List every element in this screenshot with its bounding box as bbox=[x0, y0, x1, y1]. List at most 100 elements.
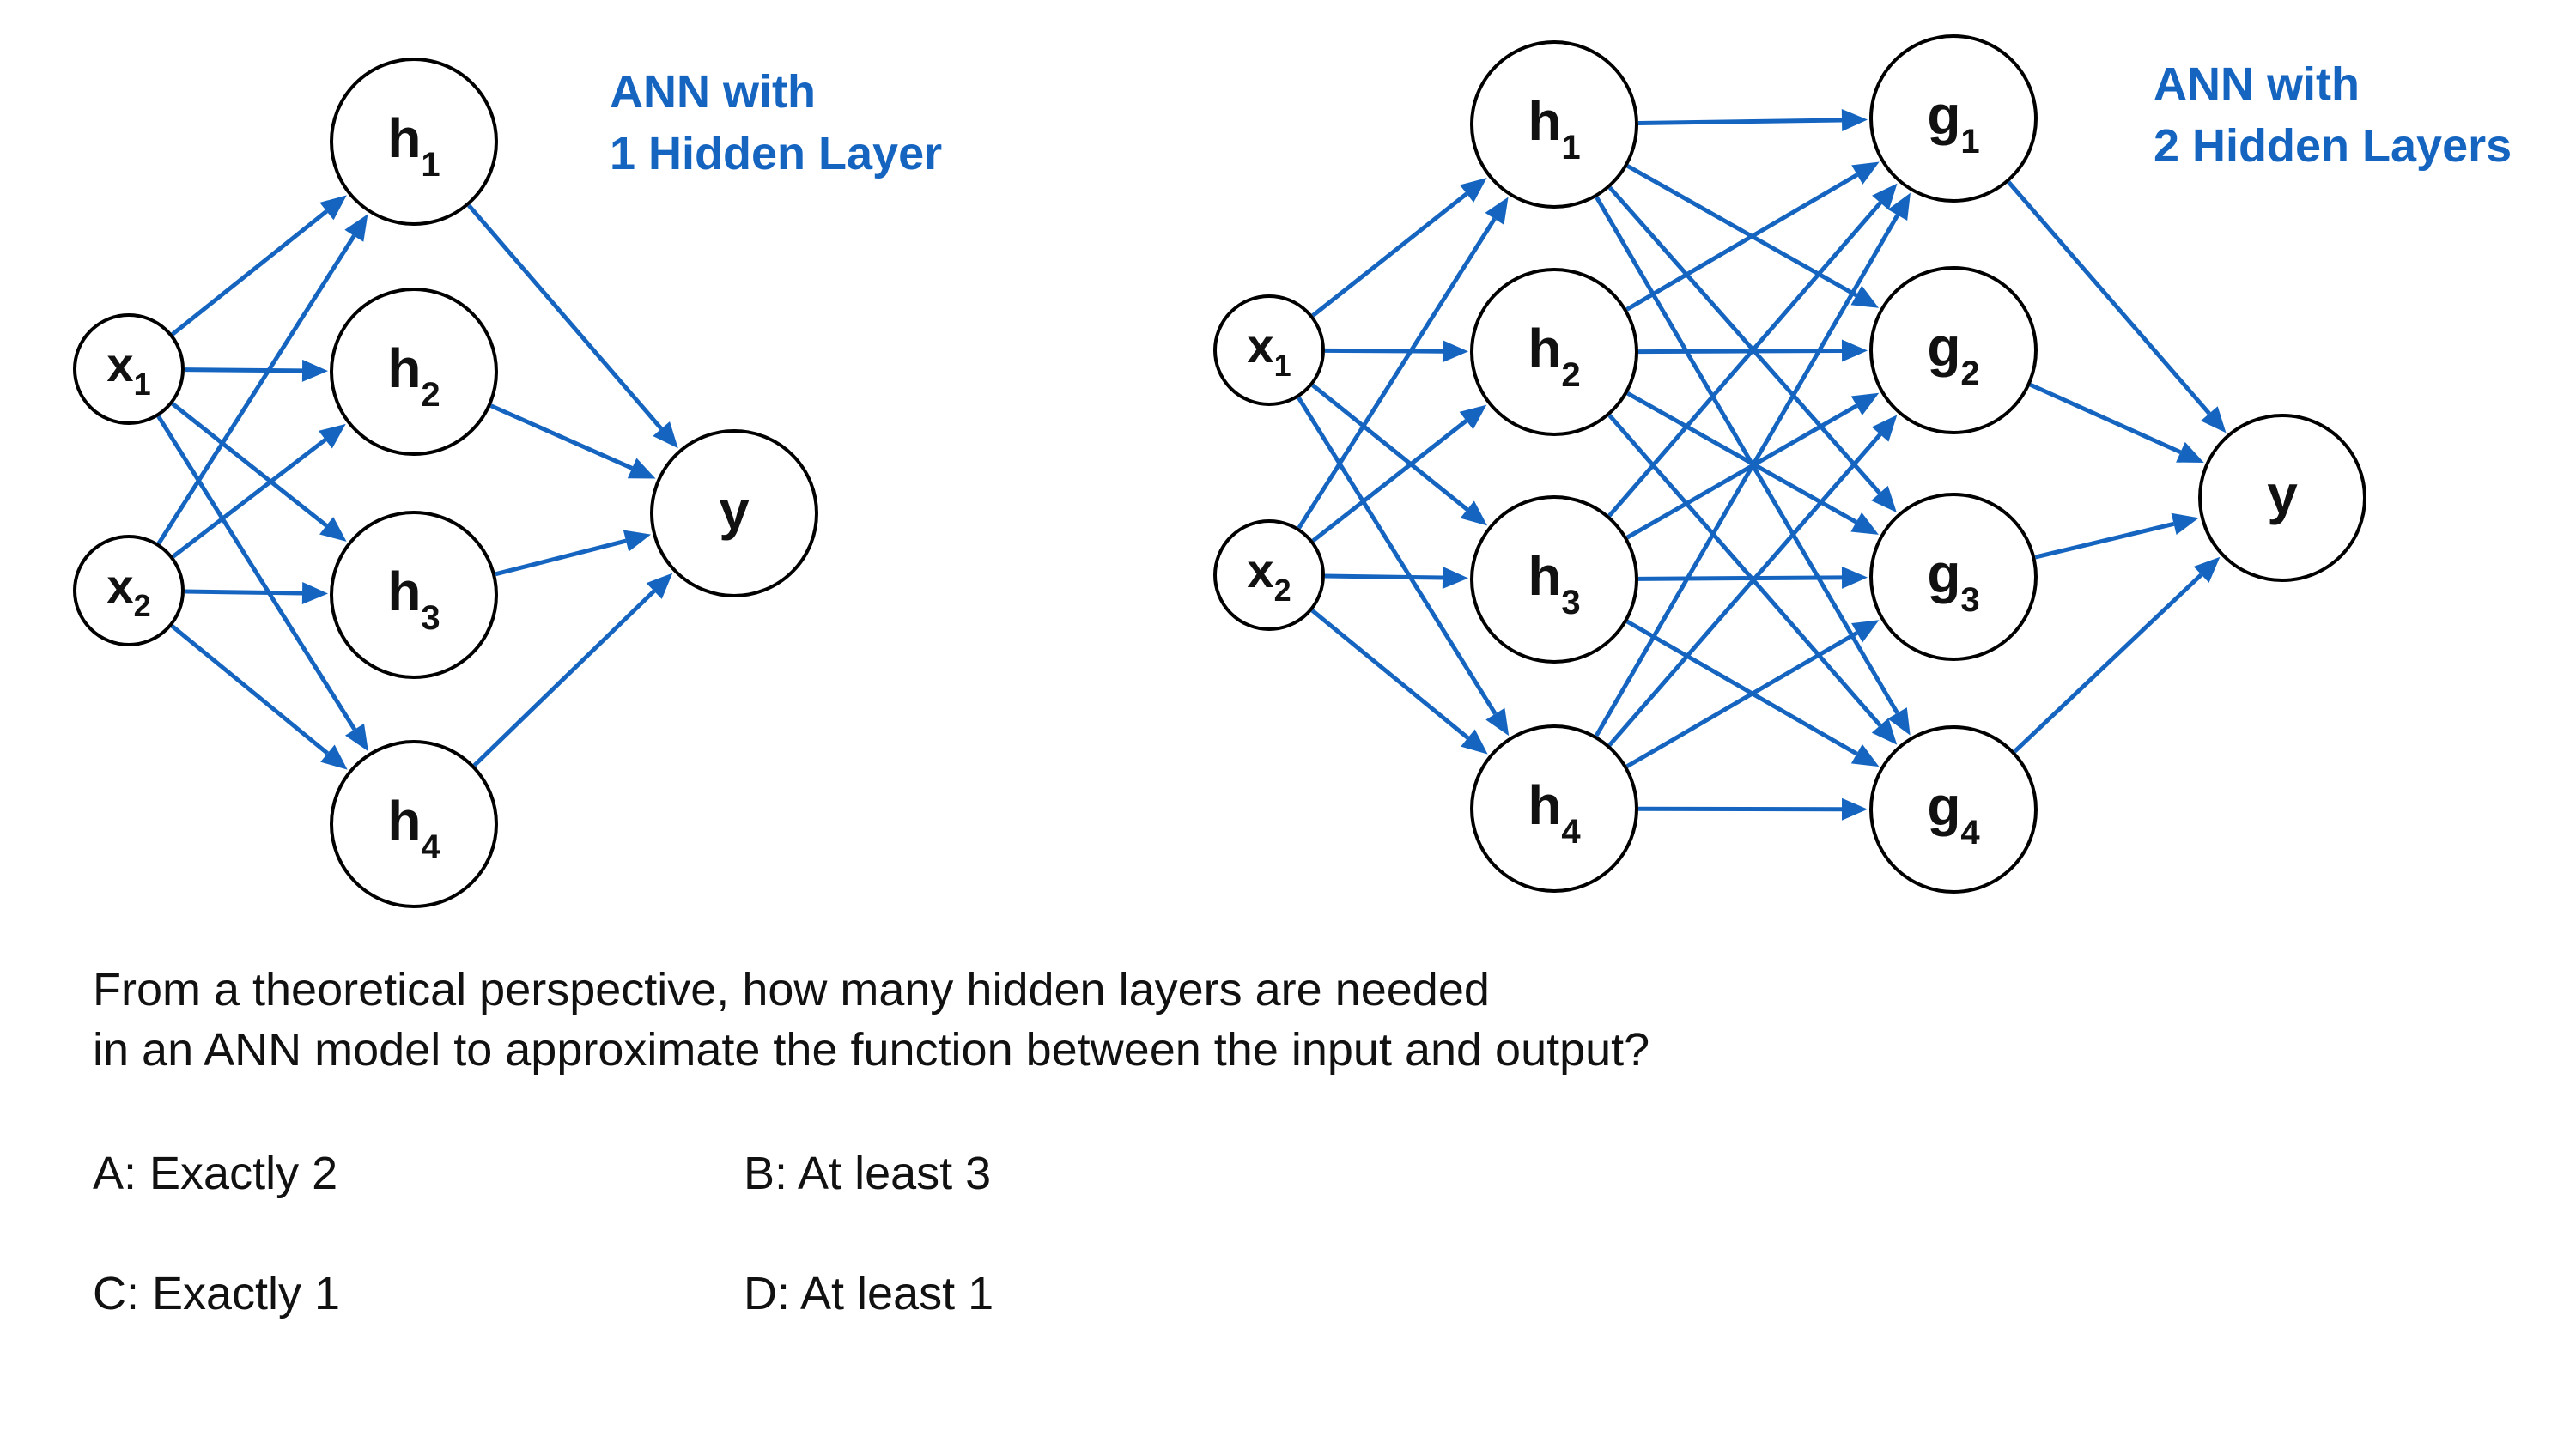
right-arrowhead-h4-g3 bbox=[1851, 620, 1880, 643]
left-node-x1-circle bbox=[73, 313, 185, 425]
right-edge-x1-h1 bbox=[1311, 191, 1468, 318]
right-arrowhead-g3-y bbox=[2171, 512, 2199, 536]
right-node-h4-label: h4 bbox=[1528, 774, 1581, 851]
left-node-h3-circle bbox=[330, 511, 498, 679]
right-node-g1: g1 bbox=[1869, 34, 2038, 203]
right-node-h3-label: h3 bbox=[1528, 545, 1580, 621]
right-network-edges bbox=[1297, 108, 2227, 821]
right-edge-x1-h4 bbox=[1297, 396, 1498, 715]
right-edge-h2-g3 bbox=[1626, 391, 1857, 524]
right-node-h2-label: h2 bbox=[1528, 318, 1580, 394]
left-edge-x2-h2 bbox=[172, 438, 327, 559]
left-arrowhead-x1-h2 bbox=[301, 359, 329, 382]
right-arrowhead-x2-h3 bbox=[1442, 567, 1469, 590]
left-edge-x1-h4 bbox=[156, 415, 357, 731]
right-arrowhead-h2-g1 bbox=[1851, 161, 1880, 185]
right-edge-h4-g1 bbox=[1594, 214, 1900, 737]
right-title-line-1: ANN with bbox=[2154, 58, 2360, 110]
right-arrowhead-x1-h2 bbox=[1442, 340, 1469, 363]
left-edge-h3-y bbox=[495, 538, 627, 577]
right-arrowhead-h3-g2 bbox=[1850, 392, 1880, 416]
left-arrowhead-x1-h4 bbox=[344, 723, 368, 752]
right-node-h1: h1 bbox=[1470, 40, 1638, 209]
left-arrowhead-h3-y bbox=[623, 530, 652, 552]
left-node-h2-label: h2 bbox=[387, 337, 440, 414]
left-arrowhead-x1-h3 bbox=[319, 517, 347, 542]
right-edge-h1-g2 bbox=[1626, 164, 1858, 298]
right-node-x1-label: x1 bbox=[1247, 318, 1291, 383]
right-node-h3-circle bbox=[1470, 495, 1638, 664]
right-edge-h3-g4 bbox=[1625, 619, 1858, 756]
right-node-h2: h2 bbox=[1470, 268, 1638, 436]
left-node-y-label: y bbox=[719, 479, 750, 541]
right-arrowhead-h1-g2 bbox=[1850, 285, 1879, 308]
right-edge-x1-h2 bbox=[1324, 348, 1443, 354]
right-edge-h4-g2 bbox=[1607, 433, 1882, 747]
right-node-h1-label: h1 bbox=[1528, 90, 1580, 167]
left-edge-x2-h3 bbox=[184, 589, 303, 596]
right-edge-g1-y bbox=[2007, 180, 2211, 415]
left-edge-x1-h2 bbox=[184, 367, 303, 373]
right-node-g2-circle bbox=[1869, 266, 2038, 434]
left-title-line-2: 1 Hidden Layer bbox=[610, 128, 942, 179]
right-edge-h2-g2 bbox=[1637, 349, 1843, 355]
left-node-h4: h4 bbox=[330, 740, 498, 908]
left-node-h4-circle bbox=[330, 740, 498, 908]
right-arrowhead-h4-g1 bbox=[1887, 192, 1911, 221]
right-node-y: y bbox=[2198, 414, 2366, 582]
right-node-h1-circle bbox=[1470, 40, 1638, 209]
right-arrowhead-h2-g2 bbox=[1841, 339, 1868, 362]
right-arrowhead-g1-y bbox=[2201, 406, 2227, 433]
right-edge-x2-h2 bbox=[1311, 419, 1468, 543]
right-node-h3: h3 bbox=[1470, 495, 1638, 664]
right-node-y-circle bbox=[2198, 414, 2366, 582]
right-arrowhead-x2-h4 bbox=[1461, 729, 1488, 755]
left-node-x1: x1 bbox=[73, 313, 185, 425]
left-node-h3: h3 bbox=[330, 511, 498, 679]
left-node-h1-circle bbox=[330, 58, 498, 226]
right-edge-h3-g2 bbox=[1625, 403, 1858, 540]
left-node-x2-circle bbox=[73, 535, 185, 646]
right-edge-g4-y bbox=[2013, 573, 2203, 754]
right-node-x2-circle bbox=[1213, 519, 1325, 631]
right-node-y-label: y bbox=[2267, 464, 2298, 525]
right-edge-x2-h1 bbox=[1297, 217, 1497, 530]
right-node-g3-circle bbox=[1869, 493, 2038, 661]
left-node-h3-label: h3 bbox=[387, 561, 440, 637]
question-line-2: in an ANN model to approximate the funct… bbox=[93, 1024, 1650, 1076]
ann-diagram: ANN with 1 Hidden Layer ANN with 2 Hidde… bbox=[73, 34, 2512, 908]
right-edge-h4-g3 bbox=[1625, 631, 1858, 768]
left-edge-h2-y bbox=[489, 403, 634, 470]
option-d: D: At least 1 bbox=[744, 1268, 994, 1319]
right-node-x2: x2 bbox=[1213, 519, 1325, 631]
left-arrowhead-h2-y bbox=[627, 458, 656, 479]
right-network-nodes: x1 x2 h1 h2 h3 h4 g1 g2 g3 g4 y bbox=[1213, 34, 2366, 894]
right-node-x2-label: x2 bbox=[1247, 543, 1291, 608]
right-arrowhead-h1-g3 bbox=[1871, 485, 1897, 513]
right-arrowhead-h2-g4 bbox=[1871, 718, 1898, 745]
right-node-h4-circle bbox=[1470, 724, 1638, 893]
left-edge-h4-y bbox=[472, 589, 656, 767]
right-arrowhead-x1-h1 bbox=[1460, 178, 1487, 203]
question-line-1: From a theoretical perspective, how many… bbox=[93, 964, 1490, 1016]
right-arrowhead-h4-g2 bbox=[1871, 415, 1898, 442]
left-node-h4-label: h4 bbox=[387, 790, 440, 866]
left-arrowhead-x1-h1 bbox=[319, 195, 347, 221]
right-node-g2: g2 bbox=[1869, 266, 2038, 434]
right-arrowhead-x1-h3 bbox=[1460, 500, 1488, 526]
right-edge-x2-h4 bbox=[1310, 609, 1470, 740]
right-arrowhead-h1-g4 bbox=[1887, 707, 1911, 736]
question-text: From a theoretical perspective, how many… bbox=[93, 960, 2325, 1080]
option-c: C: Exactly 1 bbox=[93, 1268, 341, 1319]
left-edge-x2-h4 bbox=[170, 624, 330, 755]
left-node-x2: x2 bbox=[73, 535, 185, 646]
right-edge-g2-y bbox=[2029, 382, 2182, 455]
right-arrowhead-h2-g3 bbox=[1850, 512, 1879, 535]
right-node-g4: g4 bbox=[1869, 725, 2038, 894]
right-node-g3: g3 bbox=[1869, 493, 2038, 661]
left-arrowhead-h4-y bbox=[646, 573, 673, 599]
left-arrowhead-h1-y bbox=[653, 421, 678, 449]
right-arrowhead-g4-y bbox=[2193, 556, 2221, 583]
left-edge-x1-h3 bbox=[171, 402, 328, 528]
right-arrowhead-h4-g4 bbox=[1841, 797, 1868, 821]
